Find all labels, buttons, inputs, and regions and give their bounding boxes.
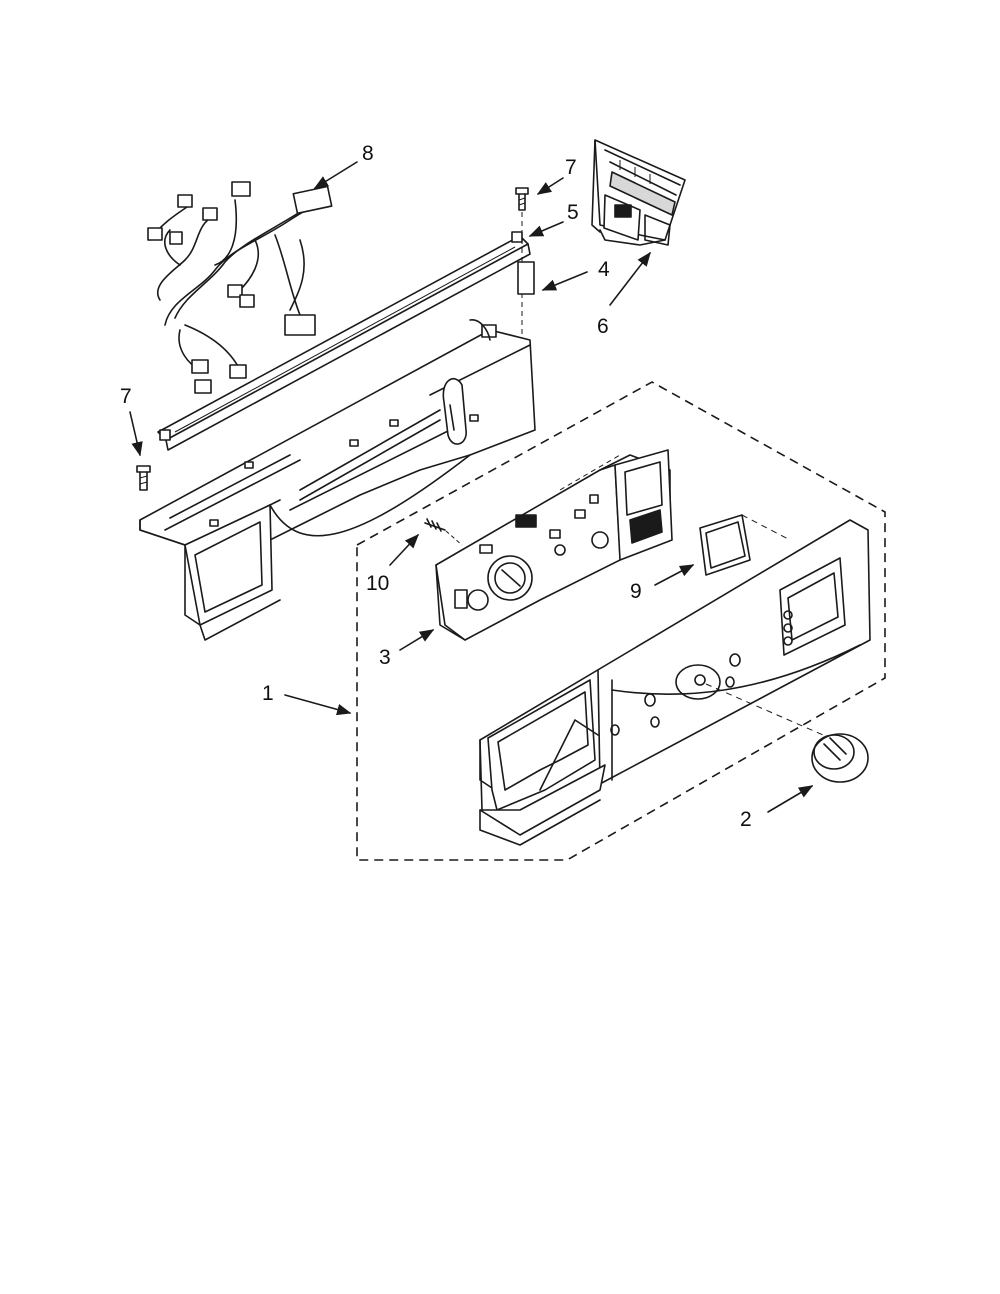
callout-3: 3	[379, 646, 391, 669]
mounting-rail-part	[157, 231, 531, 451]
wire-harness-part	[147, 181, 333, 394]
interface-board-part	[435, 449, 673, 641]
control-knob-part	[811, 733, 869, 783]
callout-9: 9	[630, 580, 642, 603]
console-frame-part	[139, 261, 536, 641]
control-board-part	[591, 139, 686, 246]
callout-5: 5	[567, 201, 579, 224]
callout-7-left: 7	[120, 385, 132, 408]
callout-labels: 8 7 5 6 4 7 10 9 3 1 2	[120, 142, 752, 831]
spring-clip-part	[424, 518, 463, 546]
screw-part-left	[136, 465, 151, 491]
callout-7-top: 7	[565, 156, 577, 179]
callout-8: 8	[362, 142, 374, 165]
callout-6: 6	[597, 315, 609, 338]
display-window-part	[699, 514, 791, 576]
callout-10: 10	[366, 572, 389, 595]
assembly-boundary	[356, 381, 886, 861]
callout-2: 2	[740, 808, 752, 831]
callout-1: 1	[262, 682, 274, 705]
leader-lines	[129, 161, 814, 813]
console-panel-part	[479, 519, 871, 846]
callout-4: 4	[598, 258, 610, 281]
